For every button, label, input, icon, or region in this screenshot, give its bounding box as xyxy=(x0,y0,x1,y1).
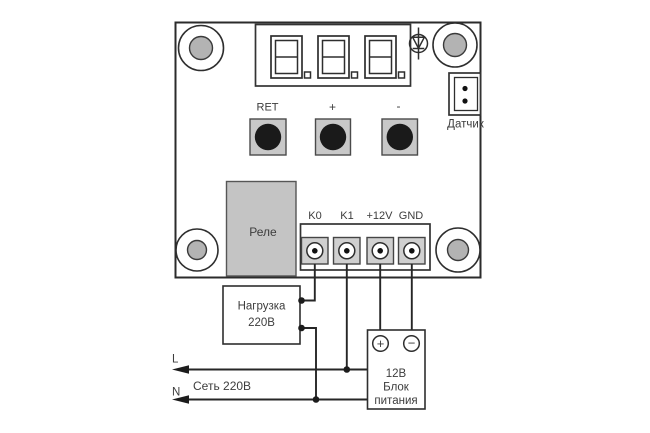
sensor-connector: Датчик xyxy=(447,72,485,131)
arrow-left-icon xyxy=(172,365,189,374)
button-minus-label: - xyxy=(397,99,401,113)
sensor-connector-inner xyxy=(453,76,479,112)
controller-board: RET + - Датчик Реле xyxy=(174,21,485,279)
wire-k0-to-load xyxy=(302,264,316,302)
relay-label: Реле xyxy=(249,225,277,239)
terminal-label-gnd: GND xyxy=(399,210,424,222)
button-plus: + xyxy=(314,100,352,156)
psu-plus-sign: + xyxy=(377,336,385,351)
terminal-k1 xyxy=(332,236,361,265)
load-label-line2: 220В xyxy=(248,317,275,329)
button-ret-cap xyxy=(254,123,282,151)
decimal-point xyxy=(303,71,312,79)
psu-minus-terminal: − xyxy=(402,334,421,353)
seven-segment-digit-3 xyxy=(364,35,406,79)
terminal-center xyxy=(344,248,350,254)
junction-load-bottom xyxy=(298,324,305,332)
seven-segment-digit-2 xyxy=(317,35,359,79)
load-label-line1: Нагрузка xyxy=(238,301,286,313)
load-body xyxy=(222,285,301,345)
mains-neutral-label: N xyxy=(172,387,180,399)
sensor-label: Датчик xyxy=(447,119,485,131)
relay-body xyxy=(225,180,297,277)
hole-inner xyxy=(186,239,208,261)
terminal-center xyxy=(377,248,384,254)
wire-load-to-neutral xyxy=(301,327,317,400)
button-plus-cap xyxy=(319,123,347,151)
button-ret: RET xyxy=(249,102,287,156)
load-block: Нагрузка 220В xyxy=(222,285,301,345)
button-minus: - xyxy=(381,99,419,156)
led-triangle xyxy=(411,36,426,50)
psu-plus-circle xyxy=(371,334,390,353)
psu-label-line2: Блок xyxy=(383,382,410,394)
junction-neutral-line xyxy=(312,396,320,403)
arrow-left-icon xyxy=(172,395,189,404)
connection-wires xyxy=(301,264,413,400)
mounting-hole-bottom-right xyxy=(435,227,481,273)
mains-label: Сеть 220В xyxy=(193,379,251,393)
display-module xyxy=(254,23,412,87)
sensor-pin-1 xyxy=(462,85,468,92)
led-icon xyxy=(408,27,429,60)
terminal-center xyxy=(409,248,415,254)
relay-block: Реле xyxy=(225,180,297,277)
sensor-pin-2 xyxy=(462,98,468,104)
mounting-hole-top-left xyxy=(177,24,225,72)
mains-wiring: L N Сеть 220В xyxy=(172,354,368,404)
hole-inner xyxy=(442,32,468,58)
psu-block: + − 12В Блок питания xyxy=(366,329,426,410)
mounting-hole-bottom-left xyxy=(175,228,219,272)
terminal-label-k1: K1 xyxy=(340,210,353,222)
button-minus-cap xyxy=(386,123,413,151)
mains-live-label: L xyxy=(172,354,179,366)
hole-inner xyxy=(188,35,214,61)
terminal-gnd xyxy=(397,236,426,265)
led-circle xyxy=(408,33,429,54)
button-ret-label: RET xyxy=(257,102,279,114)
mounting-hole-top-right xyxy=(432,22,478,68)
terminal-k0 xyxy=(300,236,329,265)
seven-segment-digit-1 xyxy=(270,35,312,79)
psu-label-line1: 12В xyxy=(386,368,407,380)
junction-dots xyxy=(298,297,351,403)
psu-minus-circle xyxy=(402,334,421,353)
terminal-label-12v: +12V xyxy=(367,210,394,222)
decimal-point xyxy=(350,71,359,79)
junction-live-line xyxy=(343,366,351,373)
terminal-label-k0: K0 xyxy=(308,210,321,222)
terminal-center xyxy=(312,248,318,254)
hole-inner xyxy=(446,238,470,262)
terminal-12v xyxy=(366,236,395,265)
decimal-point xyxy=(397,71,406,79)
psu-plus-terminal: + xyxy=(371,334,390,353)
button-plus-label: + xyxy=(329,100,336,114)
psu-minus-sign: − xyxy=(408,336,416,351)
junction-load-top xyxy=(298,297,305,304)
psu-label-line3: питания xyxy=(374,395,417,407)
